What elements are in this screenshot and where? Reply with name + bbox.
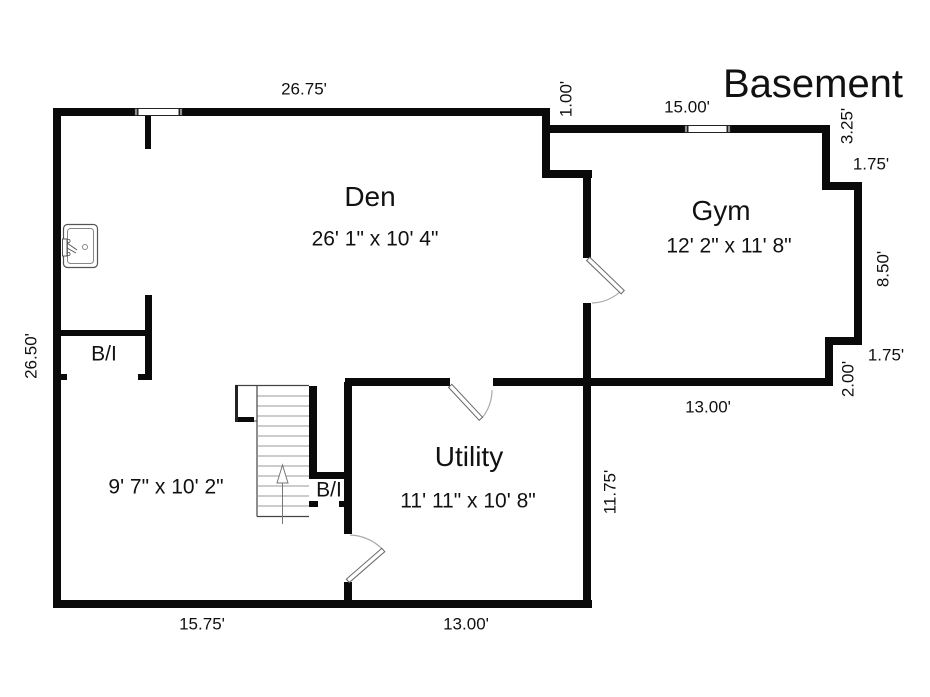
- dim-right-step-lower: 1.75': [867, 345, 905, 365]
- den-window: [134, 108, 183, 116]
- dim-right-upper: 3.25': [837, 107, 857, 145]
- wall-gym-bottom: [493, 378, 833, 386]
- wall-utility-west-lower: [344, 582, 352, 608]
- stairs-landing: [235, 385, 258, 422]
- den-door-arc: [591, 289, 623, 304]
- wall-left: [53, 108, 61, 608]
- windows: [134, 108, 731, 133]
- wall-stair-east: [309, 386, 317, 479]
- wall-top-left-segment: [53, 108, 137, 116]
- sink-faucet-base: [62, 238, 68, 257]
- room-name-gym: Gym: [691, 195, 751, 226]
- dim-gym-bottom: 13.00': [685, 397, 731, 417]
- room-dims-utility: 11' 11" x 10' 8": [400, 489, 536, 513]
- wall-step-right-upper: [822, 182, 862, 190]
- dim-top: 26.75': [281, 79, 327, 99]
- utility-door-arc: [349, 534, 385, 552]
- wall-utility-top: [345, 378, 450, 386]
- sink-handle-bottom: [66, 251, 71, 256]
- utility-entry-door-arc: [481, 389, 493, 419]
- dim-gym-top: 15.00': [664, 97, 710, 117]
- staircase: [235, 384, 309, 524]
- sink-faucet-spout: [66, 242, 78, 254]
- wall-bi-stairs-top: [309, 472, 352, 479]
- room-name-den: Den: [344, 181, 396, 212]
- wall-mid-vertical-upper: [583, 170, 591, 258]
- builtin-label-left: B/I: [91, 342, 117, 366]
- wall-bi-stairs-jamb-left: [309, 501, 318, 507]
- wall-gym-north-left: [550, 125, 685, 133]
- doors: [345, 256, 625, 584]
- sink-drain: [82, 244, 88, 250]
- wall-bi-left-jamb-left: [57, 374, 67, 380]
- den-door-leaf: [585, 256, 625, 295]
- dim-right-lower: 2.00': [838, 360, 858, 398]
- wall-bottom: [53, 600, 592, 608]
- wall-utility-west-upper: [344, 382, 352, 534]
- walls: [53, 108, 862, 608]
- plan-title: Basement: [722, 62, 904, 106]
- wall-mid-vertical-lower: [583, 303, 591, 600]
- wall-den-east: [542, 108, 550, 178]
- room-dims-gym: 12' 2" x 11' 8": [666, 234, 792, 258]
- dim-right-step-upper: 1.75': [852, 154, 890, 174]
- wall-step-right-lower: [825, 337, 862, 345]
- wall-bi-stairs-jamb-right: [339, 501, 348, 507]
- sink-fixture: [62, 223, 99, 269]
- dim-right-side: 8.50': [873, 250, 893, 288]
- dim-left: 26.50': [21, 333, 41, 379]
- builtin-label-stairs: B/I: [316, 478, 342, 502]
- stairs-landing-wall-bottom: [235, 417, 254, 422]
- stairs-arrow-head: [276, 463, 289, 484]
- dim-bottom-right: 13.00': [443, 614, 489, 634]
- gym-window: [684, 125, 731, 133]
- dim-bottom-left: 15.75': [179, 614, 225, 634]
- wall-bi-left-jamb-right: [138, 374, 152, 380]
- room-name-utility: Utility: [434, 441, 504, 472]
- stairs-landing-wall-left: [235, 385, 238, 422]
- utility-door-leaf: [345, 547, 386, 584]
- room-dims-den: 26' 1" x 10' 4": [311, 227, 439, 251]
- wall-bi-left-east: [145, 295, 152, 380]
- wall-step-top: [542, 170, 592, 178]
- sink-handle-top: [66, 238, 71, 243]
- wall-bi-left-top: [57, 330, 152, 336]
- stairs-outline: [235, 384, 309, 518]
- wall-stub-top: [145, 116, 151, 149]
- dim-utility-right: 11.75': [600, 469, 620, 515]
- room-dims-rec: 9' 7" x 10' 2": [108, 475, 224, 499]
- wall-top-right-segment: [180, 108, 550, 116]
- wall-gym-east-upper: [822, 125, 830, 190]
- utility-entry-door-leaf: [447, 383, 484, 421]
- sink-outer: [62, 223, 99, 269]
- wall-right-outer: [854, 182, 862, 345]
- wall-gym-east-lower: [825, 337, 833, 386]
- wall-gym-north-right: [728, 125, 830, 133]
- dim-top-step: 1.00': [556, 80, 576, 118]
